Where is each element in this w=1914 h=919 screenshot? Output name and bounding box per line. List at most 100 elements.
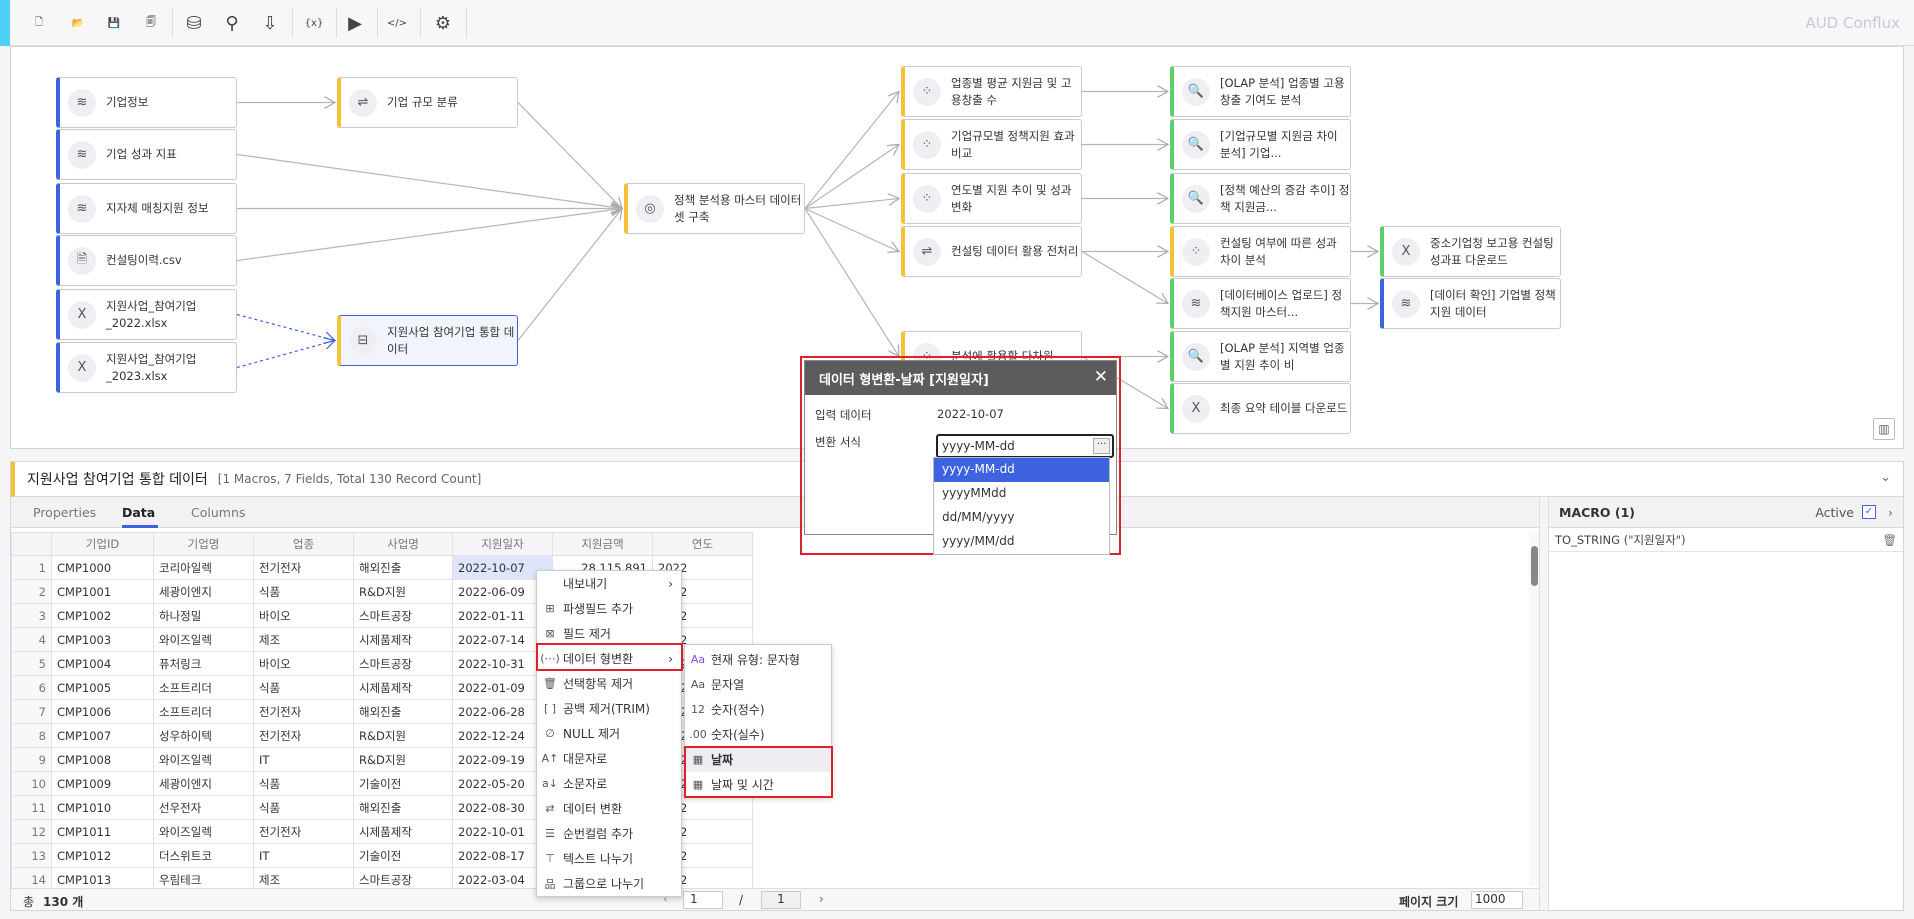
menu-item[interactable]: ∅NULL 제거 xyxy=(537,721,681,746)
table-cell[interactable]: 식품 xyxy=(253,771,354,796)
table-cell[interactable]: 세광이엔지 xyxy=(153,579,254,604)
flow-node[interactable]: ⁘ 기업규모별 정책지원 효과 비교 xyxy=(901,119,1082,170)
table-cell[interactable]: R&D지원 xyxy=(353,747,453,772)
settings-gear-icon[interactable]: ⚙ xyxy=(434,12,452,34)
save-icon[interactable]: 💾 xyxy=(107,17,121,29)
table-cell[interactable]: 와이즈일렉 xyxy=(153,627,254,652)
table-cell[interactable]: CMP1006 xyxy=(51,699,154,724)
table-cell[interactable]: R&D지원 xyxy=(353,579,453,604)
flow-node[interactable]: X 최종 요약 테이블 다운로드 xyxy=(1170,383,1351,434)
table-cell[interactable]: 와이즈일렉 xyxy=(153,747,254,772)
column-header[interactable]: 지원일자 xyxy=(452,532,553,556)
table-cell[interactable]: CMP1002 xyxy=(51,603,154,628)
table-cell[interactable]: R&D지원 xyxy=(353,723,453,748)
table-cell[interactable]: 우림테크 xyxy=(153,867,254,888)
panel-resize-handle[interactable] xyxy=(1539,497,1549,910)
table-cell[interactable]: 소프트리더 xyxy=(153,675,254,700)
table-cell[interactable]: CMP1003 xyxy=(51,627,154,652)
database-upload-icon[interactable]: ⛁ xyxy=(186,12,202,34)
flow-node[interactable]: ≋ 기업 성과 지표 xyxy=(56,129,237,180)
flow-node[interactable]: ◎ 정책 분석용 마스터 데이터셋 구축 xyxy=(624,183,805,234)
table-cell[interactable]: CMP1009 xyxy=(51,771,154,796)
table-cell[interactable]: 선우전자 xyxy=(153,795,254,820)
menu-item[interactable]: ⇄데이터 변환 xyxy=(537,796,681,821)
flow-node[interactable]: ⁘ 업종별 평균 지원금 및 고용창출 수 xyxy=(901,66,1082,117)
next-page-icon[interactable]: › xyxy=(819,892,824,906)
flow-node[interactable]: ≋ [데이터베이스 업로드] 정책지원 마스터... xyxy=(1170,278,1351,329)
table-cell[interactable]: 전기전자 xyxy=(253,819,354,844)
code-monitor-icon[interactable]: </> xyxy=(386,17,408,29)
menu-item[interactable]: a↓소문자로 xyxy=(537,771,681,796)
flow-node[interactable]: X 지원사업_참여기업_2022.xlsx xyxy=(56,289,237,340)
table-cell[interactable]: 스마트공장 xyxy=(353,867,453,888)
table-cell[interactable]: 바이오 xyxy=(253,603,354,628)
table-cell[interactable]: CMP1011 xyxy=(51,819,154,844)
table-cell[interactable]: CMP1005 xyxy=(51,675,154,700)
table-cell[interactable]: CMP1007 xyxy=(51,723,154,748)
table-cell[interactable]: CMP1012 xyxy=(51,843,154,868)
variable-icon[interactable]: {x} xyxy=(304,17,324,29)
tab-columns[interactable]: Columns xyxy=(191,505,246,520)
flow-node[interactable]: ≋ 지자체 매칭지원 정보 xyxy=(56,183,237,234)
table-cell[interactable]: 스마트공장 xyxy=(353,603,453,628)
table-cell[interactable]: 성우하이텍 xyxy=(153,723,254,748)
new-file-icon[interactable]: 🗋 xyxy=(34,16,44,28)
table-cell[interactable]: CMP1000 xyxy=(51,555,154,580)
table-cell[interactable]: 기술이전 xyxy=(353,771,453,796)
flow-node[interactable]: 🔍 [OLAP 분석] 지역별 업종별 지원 추이 비 xyxy=(1170,331,1351,382)
column-header[interactable]: 업종 xyxy=(253,532,354,556)
flow-node[interactable]: ⇌ 컨설팅 데이터 활용 전처리 xyxy=(901,226,1082,277)
table-cell[interactable]: 전기전자 xyxy=(253,555,354,580)
submenu-item[interactable]: ▦날짜 xyxy=(685,747,831,772)
table-cell[interactable]: 2022-03-04 xyxy=(452,867,553,888)
flow-edit-icon[interactable]: ⚲ xyxy=(225,12,239,34)
menu-item[interactable]: 🗑선택항목 제거 xyxy=(537,671,681,696)
prev-page-icon[interactable]: ‹ xyxy=(663,892,668,906)
flow-node[interactable]: ⁘ 연도별 지원 추이 및 성과 변화 xyxy=(901,173,1082,224)
scrollbar-thumb[interactable] xyxy=(1531,546,1538,586)
table-cell[interactable]: 해외진출 xyxy=(353,555,453,580)
menu-item[interactable]: ⊤텍스트 나누기 xyxy=(537,846,681,871)
format-option[interactable]: yyyy-MM-dd xyxy=(934,458,1109,482)
table-cell[interactable]: 세광이엔지 xyxy=(153,771,254,796)
chevron-down-icon[interactable]: ⌄ xyxy=(1880,470,1891,485)
flow-node[interactable]: ⇌ 기업 규모 분류 xyxy=(337,77,518,128)
flow-node[interactable]: 🔍 [정책 예산의 증감 추이] 정책 지원금... xyxy=(1170,173,1351,224)
active-checkbox[interactable]: ✓ xyxy=(1862,505,1876,519)
table-cell[interactable]: 바이오 xyxy=(253,651,354,676)
table-cell[interactable]: 제조 xyxy=(253,627,354,652)
flow-node[interactable]: ⊟ 지원사업 참여기업 통합 데이터 xyxy=(337,315,518,366)
save-as-icon[interactable]: 🗐 xyxy=(146,16,156,28)
table-cell[interactable]: 퓨처링크 xyxy=(153,651,254,676)
table-cell[interactable]: CMP1013 xyxy=(51,867,154,888)
tab-data[interactable]: Data xyxy=(122,505,156,520)
table-cell[interactable]: 식품 xyxy=(253,795,354,820)
more-button[interactable]: ··· xyxy=(1093,438,1110,454)
menu-item[interactable]: A↑대문자로 xyxy=(537,746,681,771)
menu-item[interactable]: ⊞파생필드 추가 xyxy=(537,596,681,621)
table-cell[interactable]: 기술이전 xyxy=(353,843,453,868)
table-cell[interactable]: 시제품제작 xyxy=(353,675,453,700)
format-option[interactable]: yyyy/MM/dd xyxy=(942,534,1015,548)
table-cell[interactable]: 해외진출 xyxy=(353,699,453,724)
tab-properties[interactable]: Properties xyxy=(33,505,97,520)
table-cell[interactable]: IT xyxy=(253,843,354,868)
table-cell[interactable]: 하나정밀 xyxy=(153,603,254,628)
menu-item[interactable]: 내보내기› xyxy=(537,571,681,596)
table-cell[interactable]: 전기전자 xyxy=(253,699,354,724)
table-cell[interactable]: 더스위트코 xyxy=(153,843,254,868)
menu-item[interactable]: (⋯)데이터 형변환› xyxy=(537,646,681,671)
table-cell[interactable]: CMP1001 xyxy=(51,579,154,604)
close-icon[interactable]: ✕ xyxy=(1093,367,1108,387)
table-cell[interactable]: 제조 xyxy=(253,867,354,888)
run-icon[interactable]: ▶ xyxy=(348,12,362,34)
table-cell[interactable]: 스마트공장 xyxy=(353,651,453,676)
flow-node[interactable]: 🔍 [기업규모별 지원금 차이 분석] 기업... xyxy=(1170,119,1351,170)
column-header[interactable]: 기업ID xyxy=(51,532,154,556)
minimap-icon[interactable]: ▥ xyxy=(1873,418,1895,440)
